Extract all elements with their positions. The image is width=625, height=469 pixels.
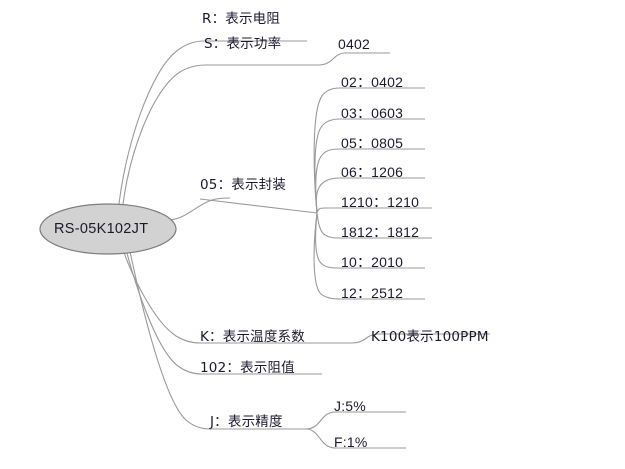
branch-label-j[interactable]: J：表示精度 (210, 414, 283, 430)
underline-pkg (199, 198, 318, 214)
child-label-pkg-03[interactable]: 03：0603 (341, 105, 404, 121)
branch-label-package[interactable]: 05：表示封装 (200, 177, 287, 193)
child-label-pkg-05[interactable]: 05：0805 (341, 135, 404, 151)
connector-k-to-k100 (350, 333, 380, 344)
child-label-pkg-10[interactable]: 10：2010 (341, 254, 404, 270)
connector-s-to-0402 (317, 52, 346, 66)
connector-pkg-to-1812 (316, 212, 341, 239)
connector-root-to-s (121, 64, 207, 214)
branch-label-r[interactable]: R：表示电阻 (202, 11, 281, 27)
branch-label-resistance[interactable]: 102：表示阻值 (200, 360, 295, 376)
connector-pkg-to-05 (315, 148, 341, 214)
connector-pkg-to-12 (313, 212, 341, 300)
child-label-pkg-06[interactable]: 06：1206 (341, 164, 404, 180)
connector-j-to-j5 (305, 411, 337, 430)
child-label-pkg-1210[interactable]: 1210：1210 (341, 194, 420, 210)
child-label-pkg-02[interactable]: 02：0402 (341, 74, 404, 90)
child-label-f-1pct[interactable]: F:1% (334, 434, 368, 450)
connector-pkg-to-06 (315, 177, 341, 214)
branch-label-k[interactable]: K：表示温度系数 (200, 329, 305, 345)
root-node-label: RS-05K102JT (54, 221, 149, 237)
connector-j-to-f1 (305, 428, 337, 449)
connector-pkg-to-03 (314, 118, 341, 214)
branch-label-s[interactable]: S：表示功率 (204, 36, 282, 52)
connector-root-to-res (123, 240, 203, 375)
child-label-j-5pct[interactable]: J:5% (334, 398, 366, 414)
connector-pkg-to-10 (315, 212, 341, 269)
child-label-pkg-12[interactable]: 12：2512 (341, 285, 404, 301)
connector-pkg-to-02 (313, 87, 341, 214)
child-label-k-100ppm[interactable]: K100表示100PPM (371, 329, 489, 345)
child-label-pkg-1812[interactable]: 1812：1812 (341, 224, 420, 240)
connector-root-to-j (127, 241, 211, 430)
connector-root-to-r (117, 40, 205, 214)
child-label-s-0402[interactable]: 0402 (338, 36, 370, 52)
connector-root-to-k (119, 239, 201, 344)
connector-pkg-to-1210 (316, 207, 340, 214)
root-node-ellipse[interactable] (39, 203, 177, 255)
